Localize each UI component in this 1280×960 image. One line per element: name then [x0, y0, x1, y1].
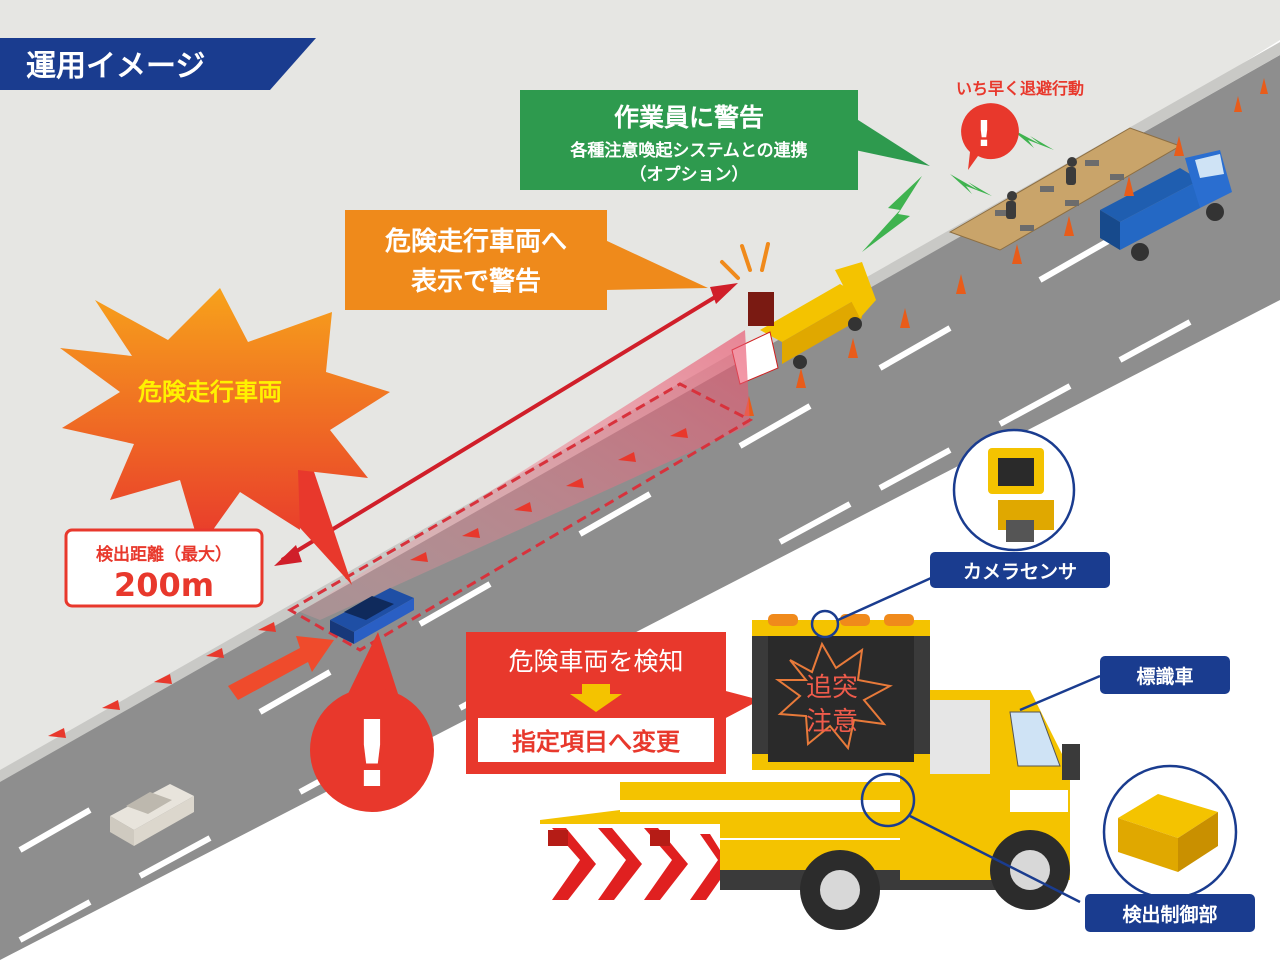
worker-warning-box	[520, 90, 858, 190]
display-warning-pointer	[605, 240, 708, 290]
detection-distance-box	[64, 528, 264, 608]
danger-burst-label: 危険走行車両	[138, 378, 282, 406]
detection-beam	[300, 330, 750, 620]
sign-display-burst	[774, 641, 893, 751]
sign-vehicle-label: 標識車	[1136, 665, 1193, 688]
sign-display-line2: 注意	[806, 707, 858, 737]
header-banner	[0, 38, 316, 90]
dangerous-car	[330, 588, 414, 644]
detection-control-tag	[1085, 894, 1255, 932]
detection-distance-value: 200m	[114, 566, 214, 604]
display-warning-line2: 表示で警告	[411, 266, 541, 297]
distance-arrow	[274, 283, 738, 566]
part-connector-lines	[810, 572, 1101, 904]
worker-warning-line2: 各種注意喚起システムとの連携	[569, 140, 807, 161]
display-warning-box	[345, 210, 607, 310]
signal-bolts	[862, 128, 1054, 252]
detection-distance-label: 検出距離（最大）	[96, 544, 232, 565]
worker-warning-line3: （オプション）	[630, 164, 749, 185]
detect-change-line2: 指定項目へ変更	[512, 728, 681, 756]
sign-vehicle-tag	[1100, 656, 1230, 694]
car-alert-icon	[310, 688, 434, 812]
detect-change-pointer	[722, 690, 760, 720]
worker-warning-pointer	[855, 118, 930, 166]
sign-truck-photo	[540, 614, 1080, 930]
flash-lines	[720, 242, 770, 280]
white-car	[110, 784, 194, 846]
down-arrow-icon	[570, 684, 622, 712]
worker-warning-title: 作業員に警告	[614, 103, 764, 132]
svg-text:!: !	[351, 701, 393, 808]
evacuate-label: いち早く退避行動	[956, 79, 1084, 98]
car-alert-pointer	[345, 632, 400, 700]
direction-markers	[48, 428, 688, 738]
detect-change-line1: 危険車両を検知	[508, 647, 683, 676]
camera-sensor-inset	[952, 428, 1076, 552]
sign-display-line1: 追突	[806, 673, 858, 703]
detection-control-label: 検出制御部	[1122, 903, 1217, 926]
svg-text:!: !	[976, 114, 992, 155]
evacuate-alert-icon	[961, 103, 1019, 170]
detection-zone-outline	[286, 382, 754, 652]
camera-sensor-tag	[930, 552, 1110, 588]
camera-sensor-label: カメラセンサ	[963, 561, 1077, 583]
danger-burst	[60, 288, 390, 548]
traffic-cones	[744, 78, 1268, 416]
workers	[1006, 157, 1077, 219]
header-title: 運用イメージ	[26, 49, 205, 84]
display-warning-line1: 危険走行車両へ	[385, 226, 567, 257]
vehicle-direction-arrow	[228, 636, 334, 700]
detection-control-inset	[1102, 764, 1238, 900]
lane-markings	[18, 237, 1192, 943]
work-truck-blue	[1100, 150, 1232, 261]
